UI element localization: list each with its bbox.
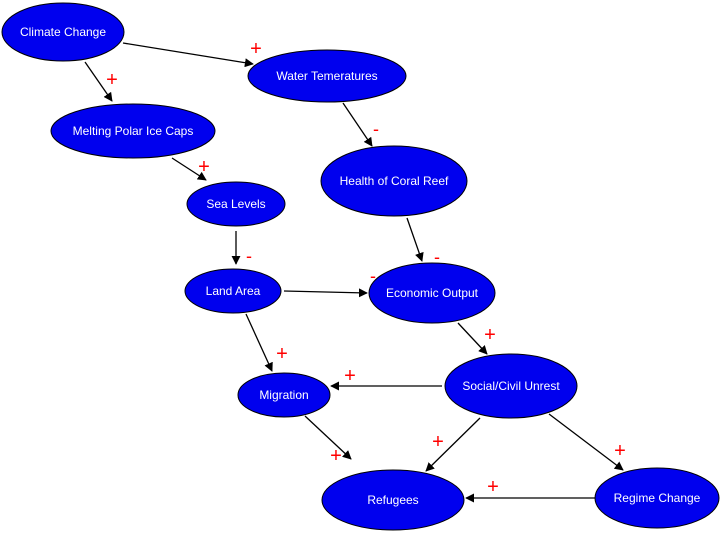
edges-layer — [84, 42, 624, 503]
node-ellipse[interactable] — [368, 262, 496, 324]
node-label: Land Area — [206, 284, 261, 298]
node-ellipse[interactable] — [184, 268, 282, 314]
node-label: Climate Change — [20, 25, 106, 39]
node-label: Health of Coral Reef — [340, 174, 449, 188]
node-ellipse[interactable] — [444, 353, 578, 419]
node-ice[interactable]: Melting Polar Ice Caps — [50, 103, 216, 159]
node-label: Sea Levels — [206, 197, 265, 211]
edge-water-coral — [342, 102, 373, 147]
node-climate[interactable]: Climate Change — [1, 2, 125, 62]
sign-coral-economic: - — [434, 247, 440, 267]
edge-land-migration — [245, 313, 273, 372]
node-migration[interactable]: Migration — [237, 372, 331, 418]
node-label: Refugees — [367, 493, 418, 507]
node-water[interactable]: Water Temeratures — [247, 49, 407, 103]
signs-layer: + + + - - - - + + + + + + + — [106, 38, 626, 498]
edge-climate-water — [122, 42, 254, 68]
node-ellipse[interactable] — [320, 145, 468, 217]
node-unrest[interactable]: Social/Civil Unrest — [444, 353, 578, 419]
node-ellipse[interactable] — [50, 103, 216, 159]
sign-land-economic: - — [370, 266, 376, 286]
sign-unrest-refugees: + — [432, 431, 444, 453]
edge-land-economic — [283, 288, 368, 298]
edge-unrest-refugees — [425, 417, 481, 472]
node-regime[interactable]: Regime Change — [594, 467, 720, 529]
sign-land-migration: + — [276, 343, 288, 365]
node-ellipse[interactable] — [247, 49, 407, 103]
edge-ice-sea — [171, 157, 207, 181]
edge-unrest-regime — [548, 413, 624, 471]
sign-climate-ice: + — [106, 69, 118, 91]
node-land[interactable]: Land Area — [184, 268, 282, 314]
node-ellipse[interactable] — [594, 467, 720, 529]
sign-sea-land: - — [246, 246, 252, 266]
node-label: Regime Change — [614, 491, 701, 505]
node-ellipse[interactable] — [1, 2, 125, 62]
node-ellipse[interactable] — [321, 469, 465, 531]
sign-water-coral: - — [373, 119, 379, 139]
edge-economic-unrest — [457, 322, 488, 355]
node-coral[interactable]: Health of Coral Reef — [320, 145, 468, 217]
node-label: Melting Polar Ice Caps — [73, 124, 194, 138]
node-label: Economic Output — [386, 286, 479, 300]
node-label: Social/Civil Unrest — [462, 379, 560, 393]
node-label: Migration — [259, 388, 308, 402]
sign-regime-refugees: + — [487, 476, 499, 498]
node-label: Water Temeratures — [276, 69, 377, 83]
sign-migration-refugees: + — [330, 445, 342, 467]
sign-climate-water: + — [250, 38, 262, 60]
sign-ice-sea: + — [198, 156, 210, 178]
node-ellipse[interactable] — [186, 181, 286, 227]
sign-economic-unrest: + — [484, 324, 496, 346]
edge-climate-ice — [84, 61, 113, 102]
sign-unrest-regime: + — [614, 440, 626, 462]
edge-migration-refugees — [304, 415, 352, 460]
node-economic[interactable]: Economic Output — [368, 262, 496, 324]
sign-unrest-migration: + — [344, 365, 356, 387]
node-refugees[interactable]: Refugees — [321, 469, 465, 531]
node-sea[interactable]: Sea Levels — [186, 181, 286, 227]
edge-coral-economic — [406, 217, 424, 262]
node-ellipse[interactable] — [237, 372, 331, 418]
